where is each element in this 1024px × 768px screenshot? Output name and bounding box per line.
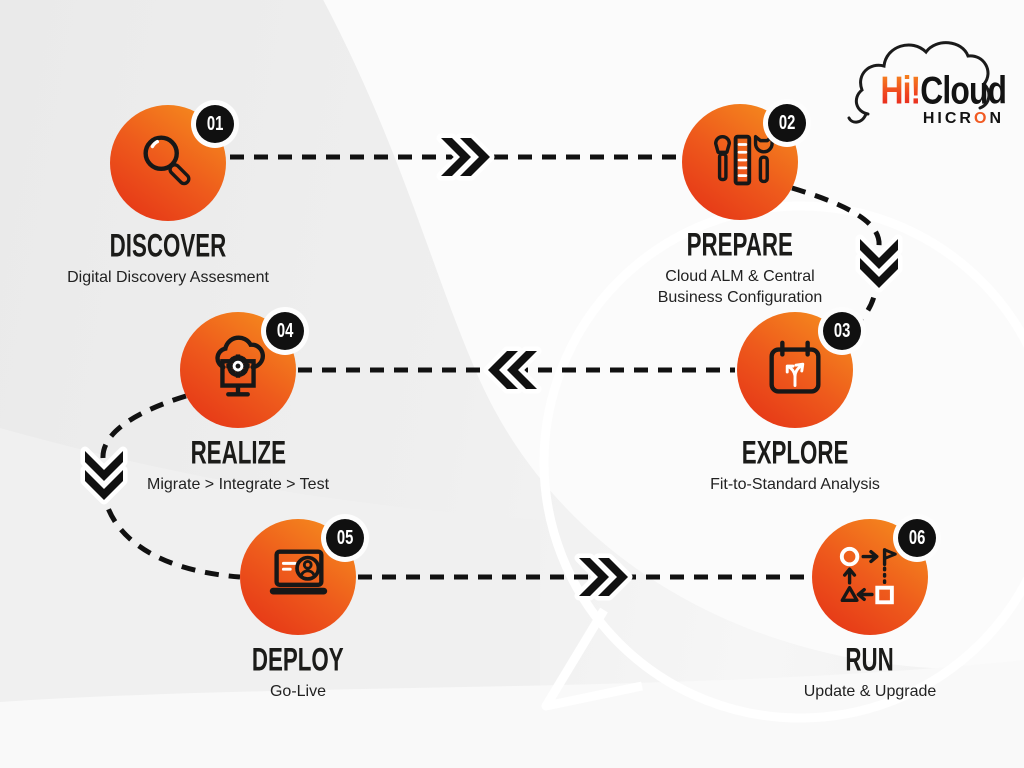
step-run: 06 RUN Update & Upgrade (740, 519, 1000, 703)
step-number-badge: 05 (326, 519, 364, 557)
step-deploy: 05 DEPLOY Go-Live (168, 519, 428, 703)
step-circle: 01 (110, 105, 234, 221)
cloud-gear-monitor-icon (215, 335, 266, 397)
step-title: REALIZE (190, 433, 286, 472)
chevron-right-icon (574, 553, 633, 601)
logo-cloud-word: Cloud (920, 69, 1007, 112)
hicloud-logo: Hi!Cloud HICRON (842, 30, 1012, 140)
step-number: 05 (336, 527, 354, 549)
step-subtitle: Update & Upgrade (803, 683, 937, 700)
step-explore: 03 EXPLORE Fit-to-Standard Analysis (665, 312, 925, 496)
step-number-badge: 03 (823, 312, 861, 350)
step-number: 03 (833, 320, 851, 342)
cloud-outline-icon (847, 41, 991, 124)
step-subtitle: Digital Discovery Assesment (67, 269, 269, 286)
step-discover: 01 DISCOVER Digital Discovery Assesment (38, 105, 298, 289)
step-number-badge: 02 (768, 104, 806, 142)
step-number: 02 (778, 112, 796, 134)
step-subtitle: Fit-to-Standard Analysis (710, 476, 880, 493)
step-circle: 05 (240, 519, 364, 635)
chevron-down-icon (855, 234, 903, 293)
step-circle: 06 (812, 519, 936, 635)
step-circle: 04 (180, 312, 304, 428)
step-number: 04 (276, 320, 294, 342)
background-bottom-band (0, 660, 1024, 768)
workflow-icon (839, 546, 897, 605)
speech-bubble-outline (539, 201, 1024, 723)
step-title: DISCOVER (109, 226, 227, 265)
calendar-route-icon (769, 340, 821, 394)
laptop-user-icon (269, 549, 328, 595)
step-title: DEPLOY (252, 640, 344, 679)
step-prepare: 02 PREPARE Cloud ALM & Central Business … (610, 104, 870, 309)
step-title: PREPARE (686, 225, 794, 264)
step-number-badge: 04 (266, 312, 304, 350)
chevron-down-icon (80, 446, 128, 505)
chevron-right-icon (436, 133, 495, 181)
step-subtitle: Go-Live (269, 683, 327, 700)
connector-realize-curve-top (100, 393, 187, 459)
step-title: EXPLORE (741, 433, 849, 472)
step-subtitle: Cloud ALM & Central Business Configurati… (657, 268, 823, 306)
connector-realize-curve-bottom (100, 485, 241, 580)
step-number-badge: 06 (898, 519, 936, 557)
step-circle: 03 (737, 312, 861, 428)
logo-hi: Hi! (880, 69, 921, 112)
logo-o-mark: O (973, 110, 990, 127)
step-number-badge: 01 (196, 105, 234, 143)
step-number: 01 (206, 113, 224, 135)
step-subtitle: Migrate > Integrate > Test (146, 476, 330, 493)
step-realize: 04 REALIZE Migrate > Integrate > Test (108, 312, 368, 496)
step-number: 06 (908, 527, 926, 549)
logo-company-text: HICRON (922, 110, 1004, 127)
chevron-left-icon (483, 346, 542, 394)
connector-prepare-curve-top (791, 185, 882, 247)
step-title: RUN (845, 640, 895, 679)
background-white-blob (323, 0, 1024, 668)
logo-brand-text: Hi!Cloud (842, 69, 1012, 112)
magnifier-icon (143, 135, 191, 186)
speech-bubble-tail (541, 607, 643, 711)
step-circle: 02 (682, 104, 806, 220)
tools-icon (713, 134, 774, 186)
